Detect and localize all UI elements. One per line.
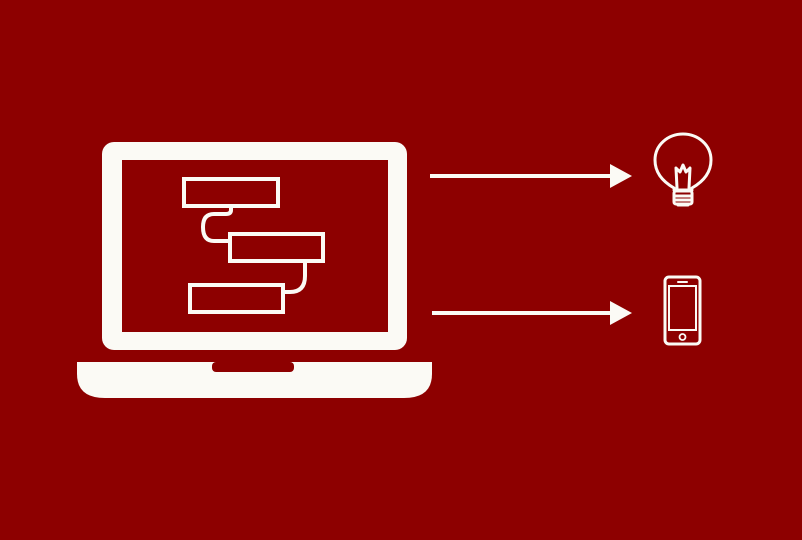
- arrow-right-icon: [432, 301, 632, 325]
- lightbulb-icon: [653, 132, 713, 207]
- laptop-base: [77, 362, 432, 398]
- flowchart-box-3: [188, 283, 285, 314]
- laptop-notch: [212, 362, 294, 372]
- smartphone-body: [663, 275, 702, 346]
- smartphone-home-button: [678, 333, 687, 341]
- smartphone-icon: [663, 275, 702, 346]
- laptop-screen-display: [122, 160, 388, 332]
- flowchart-box-2: [228, 232, 325, 263]
- smartphone-screen: [668, 285, 697, 331]
- arrow-right-icon: [430, 164, 632, 188]
- flowchart-connector-1: [200, 206, 233, 243]
- lightbulb-glass: [653, 132, 713, 190]
- flowchart-icon: [182, 177, 325, 314]
- flowchart-connector-2: [283, 261, 307, 294]
- lightbulb-filament: [674, 163, 692, 190]
- laptop-icon: [77, 142, 432, 398]
